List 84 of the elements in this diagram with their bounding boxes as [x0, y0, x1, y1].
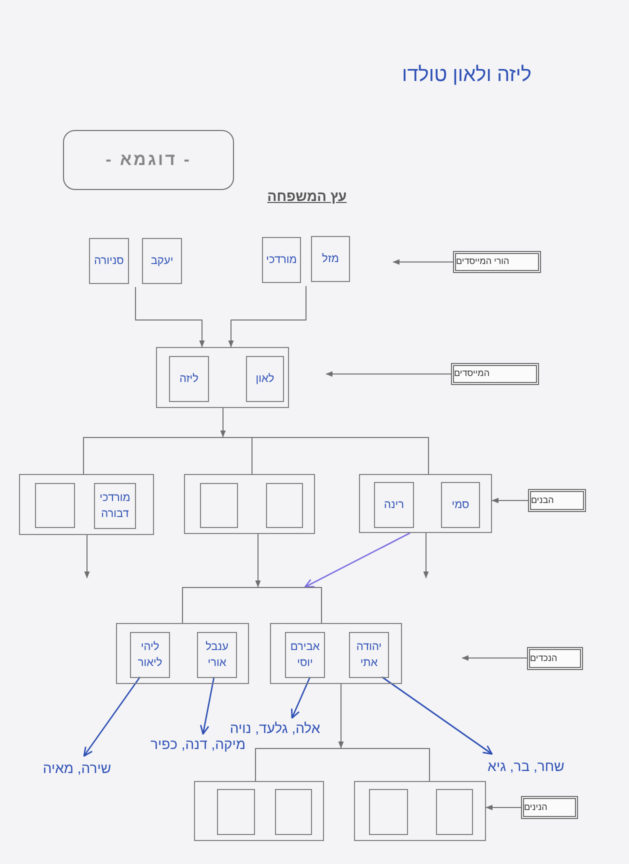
hand-drawn-arrow — [83, 676, 141, 757]
handwritten-note: שירה, מאיה — [32, 756, 122, 780]
connector-line — [321, 588, 322, 624]
empty-name-box — [266, 483, 303, 528]
name-box — [285, 632, 325, 678]
level-label-frame — [528, 489, 586, 512]
level-label: הנינים — [524, 800, 548, 814]
arrow — [486, 804, 522, 810]
level-label: הבנים — [531, 494, 554, 507]
handwritten-note: שחר, בר, גיא — [464, 754, 588, 778]
couple-frame — [270, 623, 402, 684]
level-label-frame — [453, 251, 541, 273]
example-frame — [63, 130, 234, 190]
empty-name-box — [436, 789, 473, 835]
handwritten-name: מזל — [322, 252, 339, 266]
empty-name-box — [217, 789, 255, 835]
arrow — [338, 684, 344, 748]
handwritten-name: מורדכי — [266, 254, 297, 266]
connector-line — [255, 748, 256, 782]
arrow — [423, 532, 429, 578]
arrow — [392, 259, 454, 265]
couple-frame — [354, 781, 486, 841]
handwritten-heading: ליזה ולאון טולדו — [402, 63, 532, 88]
level-label: המייסדים — [454, 367, 490, 380]
title: עץ המשפחה — [266, 187, 348, 206]
handwritten-name: ליזה — [180, 372, 198, 386]
handwritten-name: דבורה — [101, 508, 129, 520]
empty-name-box — [275, 789, 312, 835]
name-box — [441, 482, 480, 528]
arrow — [135, 286, 205, 348]
handwritten-name: מורדכי — [100, 492, 130, 504]
empty-name-box — [35, 483, 75, 528]
couple-frame — [116, 623, 249, 684]
handwritten-name: אבירם — [290, 641, 320, 654]
handwritten-name: סניורה — [94, 254, 124, 268]
arrow — [220, 408, 226, 438]
hand-drawn-arrow — [382, 676, 493, 755]
level-label-frame — [521, 796, 578, 819]
level-label-frame — [527, 647, 583, 670]
arrow — [84, 534, 90, 578]
hand-drawn-arrow — [200, 676, 215, 735]
handwritten-name: ליאור — [138, 656, 162, 669]
name-box — [130, 632, 170, 678]
name-box — [262, 237, 301, 283]
level-label-frame — [451, 363, 539, 385]
couple-frame — [19, 474, 154, 535]
connector-line — [83, 438, 84, 474]
handwritten-name: רינה — [384, 498, 404, 512]
name-box — [349, 632, 389, 678]
handwritten-name: סמי — [452, 498, 470, 512]
arrow — [255, 534, 261, 588]
name-box — [142, 238, 182, 284]
name-box — [89, 238, 129, 284]
handwritten-name: אתי — [360, 656, 378, 669]
name-box — [374, 482, 414, 528]
example-label: - דוגמא - — [106, 149, 192, 172]
arrow — [326, 371, 452, 377]
empty-name-box — [200, 483, 238, 528]
level-label: הורי המייסדים — [456, 255, 510, 268]
couple-frame — [359, 474, 492, 533]
handwritten-name: יהודה — [356, 641, 382, 654]
hand-drawn-arrow — [291, 676, 311, 719]
couple-frame — [184, 474, 315, 534]
handwritten-name: לאון — [256, 372, 274, 386]
arrow — [492, 498, 528, 504]
connector-line — [429, 748, 430, 782]
handwritten-name: ענבל — [206, 641, 228, 654]
level-label: הנכדים — [530, 652, 558, 665]
handwritten-name: ליהי — [140, 641, 160, 654]
hand-drawn-arrow — [304, 532, 410, 588]
handwritten-name: יעקב — [150, 254, 174, 268]
handwritten-name: יוסי — [297, 656, 313, 669]
arrow — [462, 655, 528, 661]
empty-name-box — [369, 789, 408, 835]
handwritten-name: אורי — [208, 656, 226, 669]
connector-line — [182, 588, 183, 624]
couple-frame — [194, 781, 324, 841]
name-box — [197, 632, 237, 678]
connector-line — [428, 438, 429, 474]
couple-frame — [156, 347, 289, 408]
name-box — [169, 356, 209, 402]
name-box — [246, 356, 284, 402]
name-box — [94, 483, 136, 529]
name-box — [311, 236, 350, 282]
